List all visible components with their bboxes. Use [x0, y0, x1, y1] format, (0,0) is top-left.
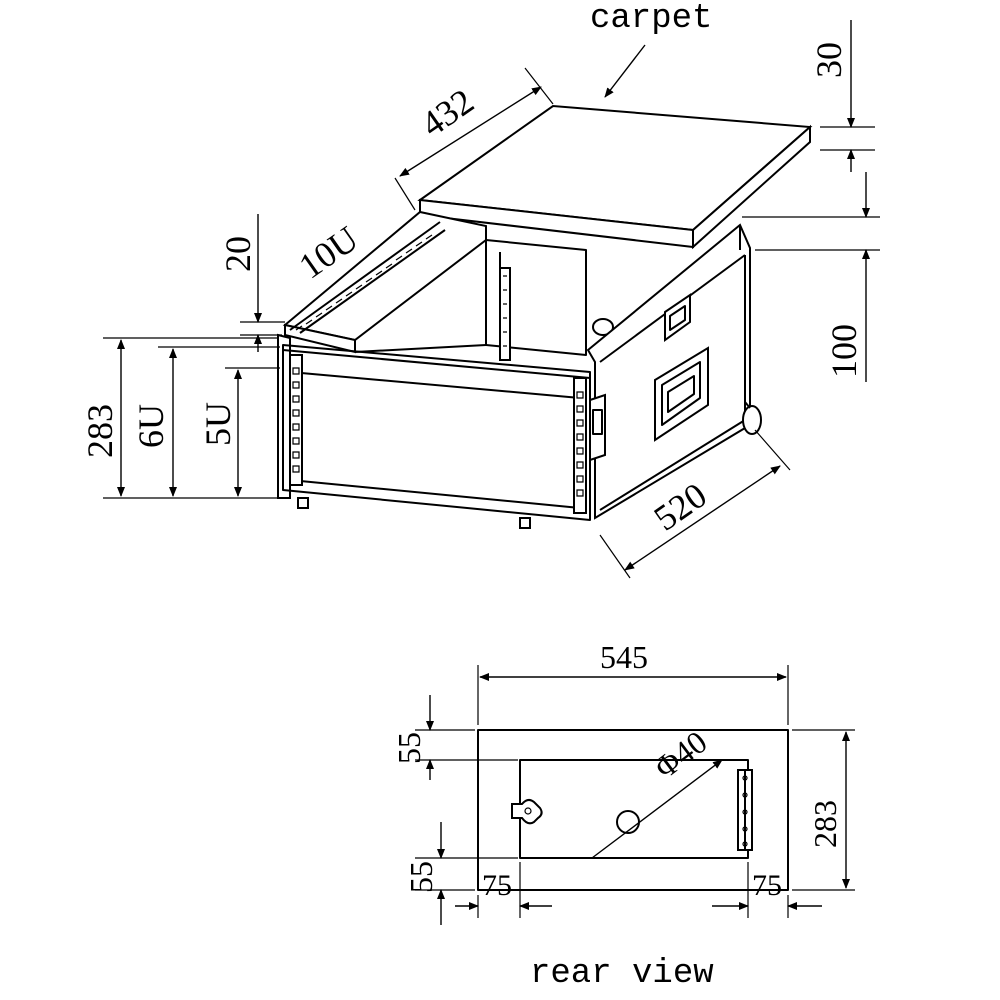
rear-latch-icon — [511, 798, 543, 825]
rear-view: Φ40 545 283 55 — [391, 639, 855, 993]
dim-75-left-label: 75 — [482, 869, 512, 902]
dim-30-label: 30 — [809, 42, 849, 78]
dim-hole-label: Φ40 — [648, 724, 714, 786]
hinge-icon — [737, 769, 753, 851]
dim-20: 20 — [218, 214, 285, 352]
lower-rack-frame — [277, 333, 591, 529]
dim-55-bottom-label: 55 — [403, 861, 439, 893]
case-interior — [354, 239, 614, 361]
side-latch-icon — [589, 393, 606, 462]
carpet-callout: carpet — [590, 0, 712, 98]
dim-hole: Φ40 — [591, 724, 723, 859]
dim-545-label: 545 — [600, 639, 648, 675]
dim-6u-label: 6U — [131, 404, 171, 448]
dim-55-top-label: 55 — [391, 732, 427, 764]
side-panel — [586, 223, 762, 520]
dim-283-label: 283 — [80, 404, 120, 458]
dim-283-right-label: 283 — [807, 800, 843, 848]
dim-283-left: 283 6U 5U — [80, 337, 280, 499]
rear-outline — [477, 729, 789, 891]
dim-520-label: 520 — [647, 475, 714, 539]
latch-icon — [664, 293, 691, 342]
dim-100: 100 — [742, 172, 880, 382]
wheel-icon — [742, 401, 762, 435]
case-isometric: 432 carpet 30 100 10U — [80, 0, 880, 579]
dim-283-right: 283 — [792, 729, 855, 891]
rear-panel — [519, 759, 749, 859]
handle-icon — [654, 346, 709, 442]
rear-view-label: rear view — [530, 955, 714, 993]
dim-20-label: 20 — [218, 236, 258, 272]
dim-545: 545 — [477, 639, 789, 725]
dim-432-label: 432 — [414, 81, 481, 145]
dim-30: 30 — [809, 20, 875, 172]
dim-5u-label: 5U — [198, 402, 238, 446]
dim-55-bottom: 55 — [403, 822, 518, 925]
dim-75-right-label: 75 — [752, 869, 782, 902]
dim-100-label: 100 — [824, 324, 864, 378]
carpet-label: carpet — [590, 0, 712, 38]
dim-75-left: 75 — [455, 862, 552, 918]
cable-hole — [616, 810, 640, 834]
dim-55-top: 55 — [391, 695, 518, 780]
dim-75-right: 75 — [712, 862, 822, 918]
